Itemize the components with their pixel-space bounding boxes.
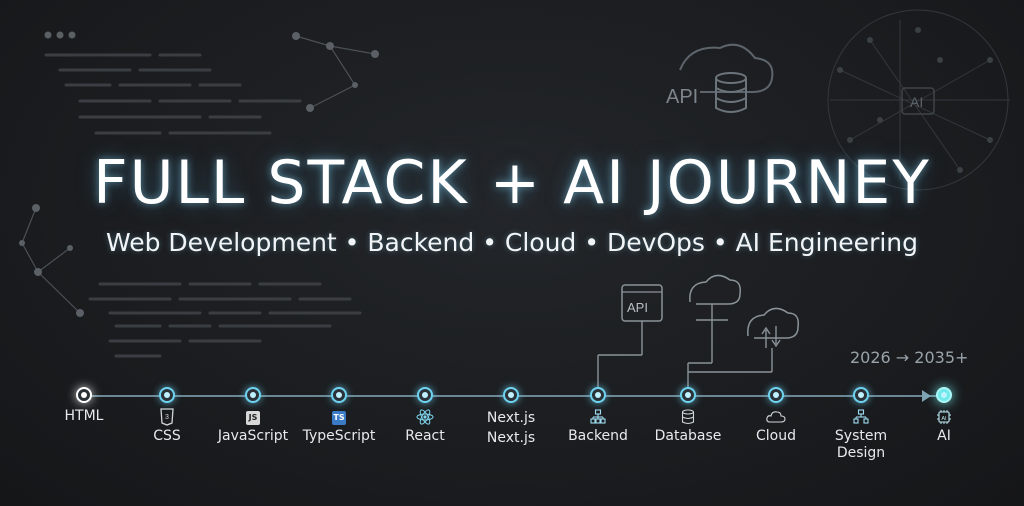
timeline-node-database xyxy=(680,387,696,403)
timeline-node-react xyxy=(417,387,433,403)
year-range: 2026 → 2035+ xyxy=(850,348,969,367)
stage-label: AI xyxy=(937,428,951,444)
timeline-node-javascript xyxy=(245,387,261,403)
timeline-node-html xyxy=(76,387,92,403)
stage-backend: Backend xyxy=(543,408,653,445)
js-badge-icon: JS xyxy=(246,411,260,425)
stage-javascript: JS JavaScript xyxy=(198,408,308,445)
svg-text:AI: AI xyxy=(941,416,947,422)
timeline-node-ai xyxy=(936,387,952,403)
stage-label: CSS xyxy=(153,428,181,444)
subtitle: Web Development • Backend • Cloud • DevO… xyxy=(105,228,919,257)
timeline-node-typescript xyxy=(331,387,347,403)
css-icon: 3 xyxy=(160,408,174,426)
stage-label: HTML xyxy=(64,408,104,424)
stage-label: Database xyxy=(654,428,722,444)
stage-css: 3 CSS xyxy=(112,408,222,445)
timeline-node-css xyxy=(159,387,175,403)
stage-label: TypeScript xyxy=(302,428,376,444)
svg-text:3: 3 xyxy=(165,414,169,421)
timeline-node-nextjs xyxy=(503,387,519,403)
stage-html: HTML xyxy=(29,408,139,425)
sitemap-icon xyxy=(590,409,606,424)
react-icon xyxy=(416,409,434,425)
api-box-label: API xyxy=(627,300,648,315)
stage-label-line2: Design xyxy=(836,445,886,461)
page-title: FULL STACK + AI JOURNEY xyxy=(93,148,931,218)
ai-chip-label: AI xyxy=(910,94,923,110)
sitemap-icon xyxy=(853,409,869,424)
chip-icon: AI xyxy=(937,410,951,424)
stage-database: Database xyxy=(633,408,743,445)
stage-label: Cloud xyxy=(756,428,796,444)
stage-system-design: System Design xyxy=(806,408,916,462)
cloud-icon xyxy=(766,411,786,423)
stage-ai: AI AI xyxy=(889,408,999,445)
timeline-node-backend xyxy=(590,387,606,403)
stage-cloud: Cloud xyxy=(721,408,831,445)
stage-label: React xyxy=(405,428,445,444)
stage-label-top: Next.js xyxy=(486,410,536,426)
stage-label: Backend xyxy=(568,428,628,444)
stage-nextjs: Next.js Next.js xyxy=(456,410,566,447)
timeline-node-system-design xyxy=(853,387,869,403)
ts-badge-icon: TS xyxy=(332,411,346,425)
stage-typescript: TS TypeScript xyxy=(284,408,394,445)
api-cloud-label: API xyxy=(666,86,698,108)
timeline-arrow-icon xyxy=(922,390,931,402)
stage-label: Next.js xyxy=(486,430,536,446)
timeline-node-cloud xyxy=(768,387,784,403)
database-icon xyxy=(681,409,695,425)
stage-react: React xyxy=(370,408,480,445)
stage-label: JavaScript xyxy=(217,428,289,444)
stage-label-line1: System xyxy=(834,428,888,444)
